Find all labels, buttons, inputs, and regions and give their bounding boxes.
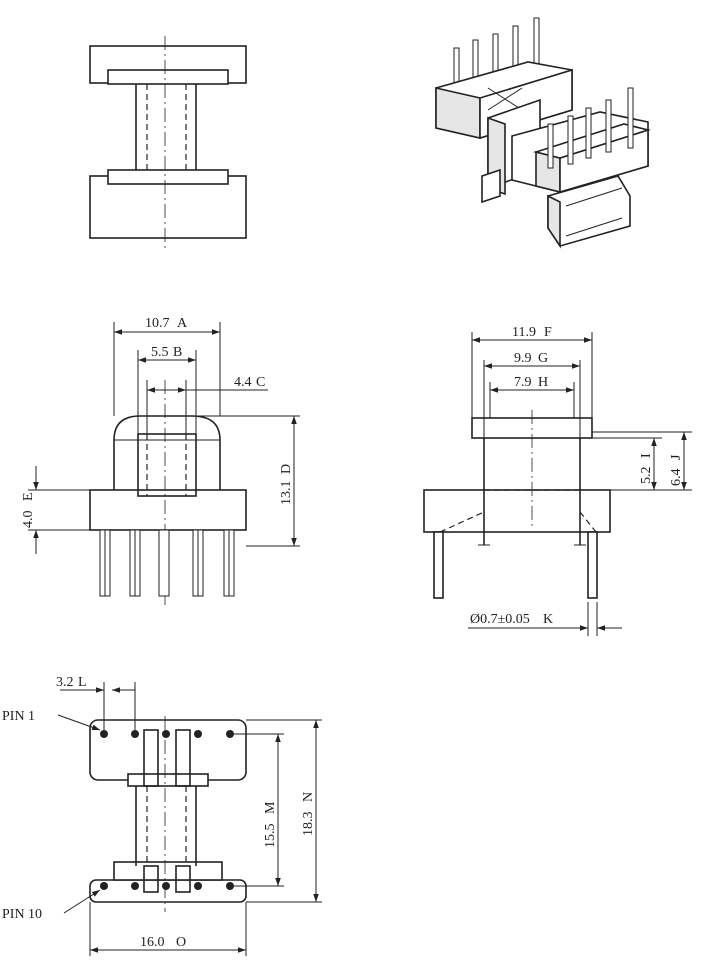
dim-D-letter: D [279,464,294,474]
dim-L-letter: L [78,675,87,690]
dim-L-label: 3.2 [56,675,74,690]
dim-A-label: 10.7 [145,316,170,331]
dim-K-letter: K [543,612,553,627]
dim-E-letter: E [21,492,36,501]
pin-1-label: PIN 1 [2,709,35,724]
bottom-view: PIN 1 PIN 10 3.2 L 15.5 M 18.3 N 16.0 O [2,675,322,956]
top-side-view [89,36,247,248]
dim-F-letter: F [544,325,552,340]
dim-O-letter: O [176,935,186,950]
dim-F-label: 11.9 [512,325,536,340]
dim-K-label: Ø0.7±0.05 [470,612,530,627]
dim-J-letter: J [669,454,684,460]
dim-J-label: 6.4 [669,469,684,487]
dim-I-label: 5.2 [639,467,654,485]
dim-B-label: 5.5 [151,345,169,360]
dim-E-label: 4.0 [21,511,36,529]
dim-H-letter: H [538,375,548,390]
dim-A-letter: A [177,316,188,331]
side-view: 11.9 F 9.9 G 7.9 H 5.2 I 6.4 J Ø0.7±0.05… [423,325,692,636]
dim-I-letter: I [639,453,654,458]
dim-M-letter: M [263,801,278,814]
dim-D-label: 13.1 [279,481,294,506]
pin-10-label: PIN 10 [2,907,42,922]
dim-B-letter: B [173,345,182,360]
dim-C-label: 4.4 [234,375,252,390]
dim-H-label: 7.9 [514,375,532,390]
dim-N-letter: N [301,792,316,802]
dim-M-label: 15.5 [263,824,278,849]
dim-O-label: 16.0 [140,935,165,950]
dim-G-label: 9.9 [514,351,532,366]
dim-G-letter: G [538,351,548,366]
front-view: 10.7 A 5.5 B 4.4 C 13.1 D 4.0 E [21,316,300,605]
dim-C-letter: C [256,375,265,390]
dim-N-label: 18.3 [301,812,316,837]
isometric-view [435,17,651,249]
